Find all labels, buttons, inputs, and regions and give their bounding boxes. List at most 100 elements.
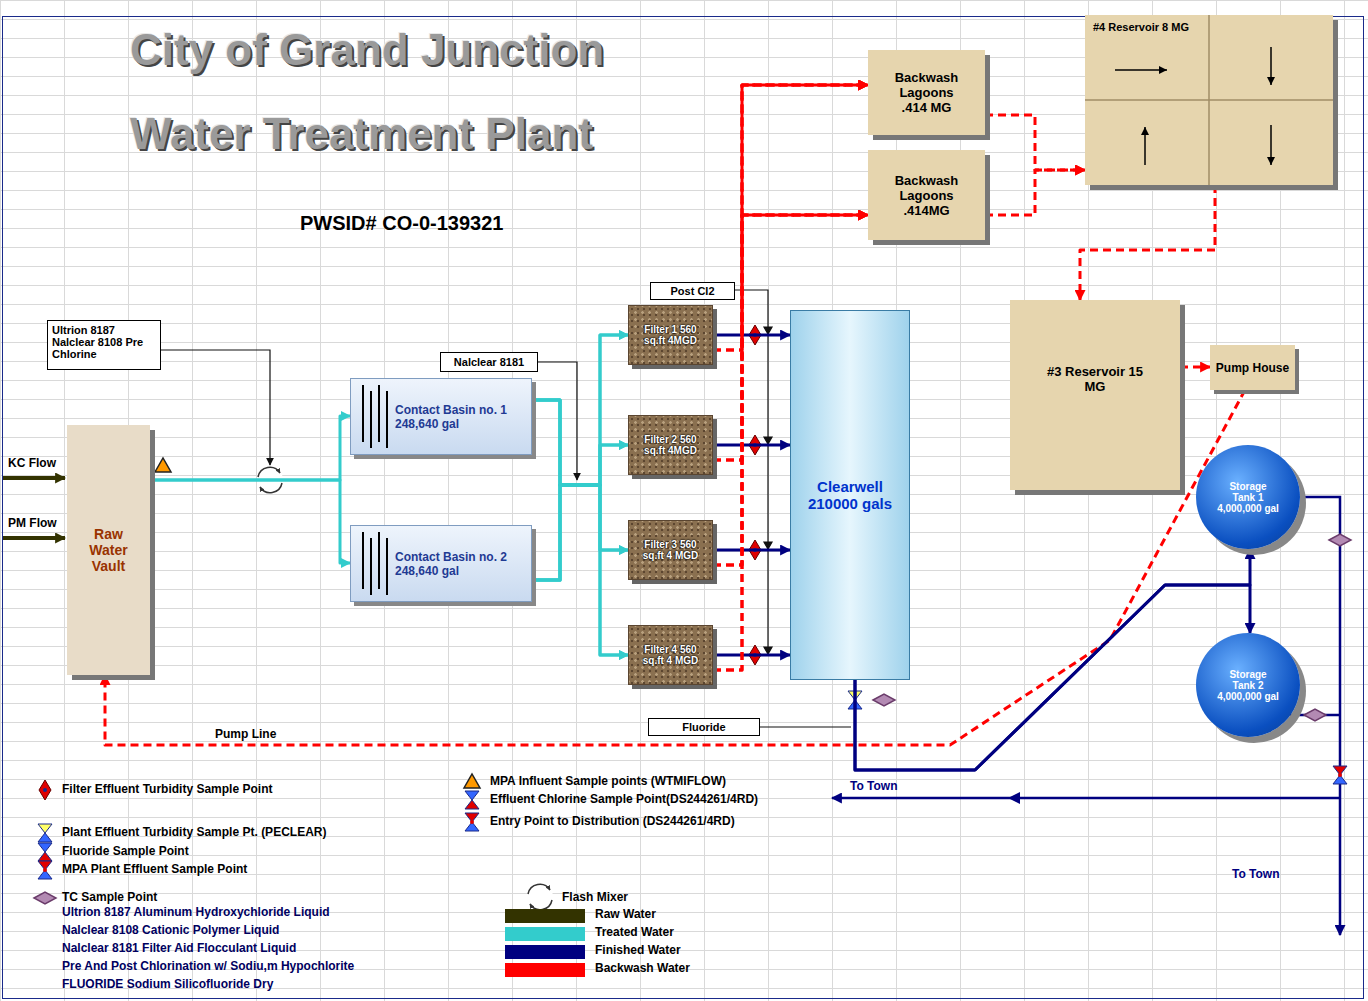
filter-box: Filter 4 560 sq.ft 4 MGD: [628, 625, 713, 685]
raw-inflow: [3, 476, 65, 480]
baffle-line: [386, 538, 388, 595]
plant-symbol: [1304, 709, 1326, 721]
legend-text: Entry Point to Distribution (DS244261/4R…: [490, 814, 735, 828]
pipe-connector: [985, 115, 1085, 170]
pipe-connector: [150, 480, 350, 563]
pipe-connector: [855, 585, 1250, 770]
contact-basin: Contact Basin no. 1 248,640 gal: [350, 378, 532, 455]
chemical-leader: [764, 647, 772, 654]
node-text: Pump House: [1216, 361, 1289, 375]
legend-text: Filter Effluent Turbidity Sample Point: [62, 782, 272, 796]
baffle-line: [378, 532, 380, 589]
chemical-feed-box: Post Cl2: [650, 282, 735, 300]
legend-text: Raw Water: [595, 907, 656, 921]
legend-swatch: [505, 945, 585, 959]
chemical-note: Ultrion 8187 Aluminum Hydroxychloride Li…: [62, 905, 330, 919]
raw-water-vault: Raw Water Vault: [67, 425, 150, 675]
finished-water-outlet: [832, 797, 1340, 800]
raw-inflow: [3, 536, 65, 540]
node-text: Fluoride: [682, 721, 725, 733]
chemical-note: Nalclear 8181 Filter Aid Flocculant Liqu…: [62, 941, 296, 955]
legend-text: Treated Water: [595, 925, 674, 939]
legend-text: Flash Mixer: [562, 890, 628, 904]
node-text: Nalclear 8181: [454, 356, 524, 368]
pump-house: Pump House: [1210, 345, 1295, 390]
plant-symbol: [464, 774, 480, 788]
storage-tank: Storage Tank 2 4,000,000 gal: [1196, 633, 1300, 737]
node-text: Storage Tank 1 4,000,000 gal: [1217, 481, 1279, 514]
pipe-connector: [713, 334, 790, 337]
chemical-feed-box: Fluoride: [648, 718, 760, 736]
node-text: #4 Reservoir 8 MG: [1093, 21, 1189, 33]
pipe-connector: [532, 400, 628, 485]
pipe-connector: [1180, 366, 1210, 369]
node-text: Raw Water Vault: [78, 526, 140, 574]
flow-arrow: [1141, 127, 1149, 135]
legend-text: Backwash Water: [595, 961, 690, 975]
plant-symbol: [38, 861, 52, 879]
plant-symbol: [1329, 534, 1351, 546]
pipe-connector: [532, 445, 628, 580]
destination-label: To Town: [850, 779, 898, 793]
node-text: Contact Basin no. 2 248,640 gal: [395, 550, 527, 578]
flow-label: KC Flow: [8, 456, 56, 470]
plant-symbol: [873, 694, 895, 706]
baffle-line: [370, 538, 372, 595]
node-text: Filter 1 560 sq.ft 4MGD: [640, 324, 702, 346]
contact-basin: Contact Basin no. 2 248,640 gal: [350, 525, 532, 602]
plant-symbol: [465, 791, 479, 809]
flow-arrow: [1267, 157, 1275, 165]
plant-symbol: [527, 884, 553, 910]
baffle-line: [362, 532, 364, 589]
node-text: Backwash Lagoons .414 MG: [887, 70, 967, 115]
legend-swatch: [505, 927, 585, 941]
baffle-lines: [355, 526, 395, 601]
backwash-lagoon: Backwash Lagoons .414 MG: [868, 50, 985, 135]
baffle-line: [362, 385, 364, 442]
flow-label: PM Flow: [8, 516, 57, 530]
quadrant-line: [1085, 99, 1333, 101]
pipe-connector: [532, 335, 628, 485]
pipe-connector: [532, 400, 628, 550]
line-label: Pump Line: [215, 727, 276, 741]
diagram-title: City of Grand Junction Water Treatment P…: [130, 8, 710, 176]
flow-arrow: [1159, 66, 1167, 74]
plant-symbol: [465, 813, 479, 831]
legend-text: Plant Effluent Turbidity Sample Pt. (PEC…: [62, 825, 326, 839]
node-text: #3 Reservoir 15 MG: [1045, 364, 1145, 394]
plant-symbol: [1333, 766, 1347, 784]
pipe-connector: [150, 416, 350, 480]
node-text: Clearwell 210000 gals: [800, 478, 900, 512]
destination-label: To Town: [1232, 867, 1280, 881]
filter-box: Filter 1 560 sq.ft 4MGD: [628, 305, 713, 365]
baffle-line: [378, 385, 380, 442]
chemical-leader: [764, 542, 772, 549]
node-text: Contact Basin no. 1 248,640 gal: [395, 403, 527, 431]
pipe-connector: [855, 549, 1250, 770]
legend-text: Fluoride Sample Point: [62, 844, 189, 858]
filter-box: Filter 2 560 sq.ft 4MGD: [628, 415, 713, 475]
pipe-connector: [532, 400, 628, 655]
pipe-connector: [532, 485, 628, 655]
chemical-leader: [735, 290, 768, 653]
node-text: Post Cl2: [670, 285, 714, 297]
reservoir: #4 Reservoir 8 MG: [1085, 15, 1333, 185]
chemical-note: FLUORIDE Sodium Silicofluoride Dry: [62, 977, 273, 991]
chemical-leader: [157, 290, 851, 727]
legend-text: TC Sample Point: [62, 890, 157, 904]
pwsid-label: PWSID# CO-0-139321: [300, 212, 503, 235]
node-text: Filter 3 560 sq.ft 4 MGD: [640, 539, 702, 561]
plant-symbol: [34, 892, 56, 904]
finished-water-outlet: [1008, 792, 1020, 804]
legend-text: MPA Plant Effluent Sample Point: [62, 862, 247, 876]
node-text: Storage Tank 2 4,000,000 gal: [1217, 669, 1279, 702]
legend-swatch: [505, 909, 585, 923]
raw-inflow: [3, 478, 65, 538]
node-text: Backwash Lagoons .414MG: [887, 173, 967, 218]
chemical-leader: [764, 327, 772, 334]
pipe-connector: [532, 335, 628, 580]
node-text: Filter 2 560 sq.ft 4MGD: [640, 434, 702, 456]
node-text: Ultrion 8187 Nalclear 8108 Pre Chlorine: [52, 324, 156, 360]
